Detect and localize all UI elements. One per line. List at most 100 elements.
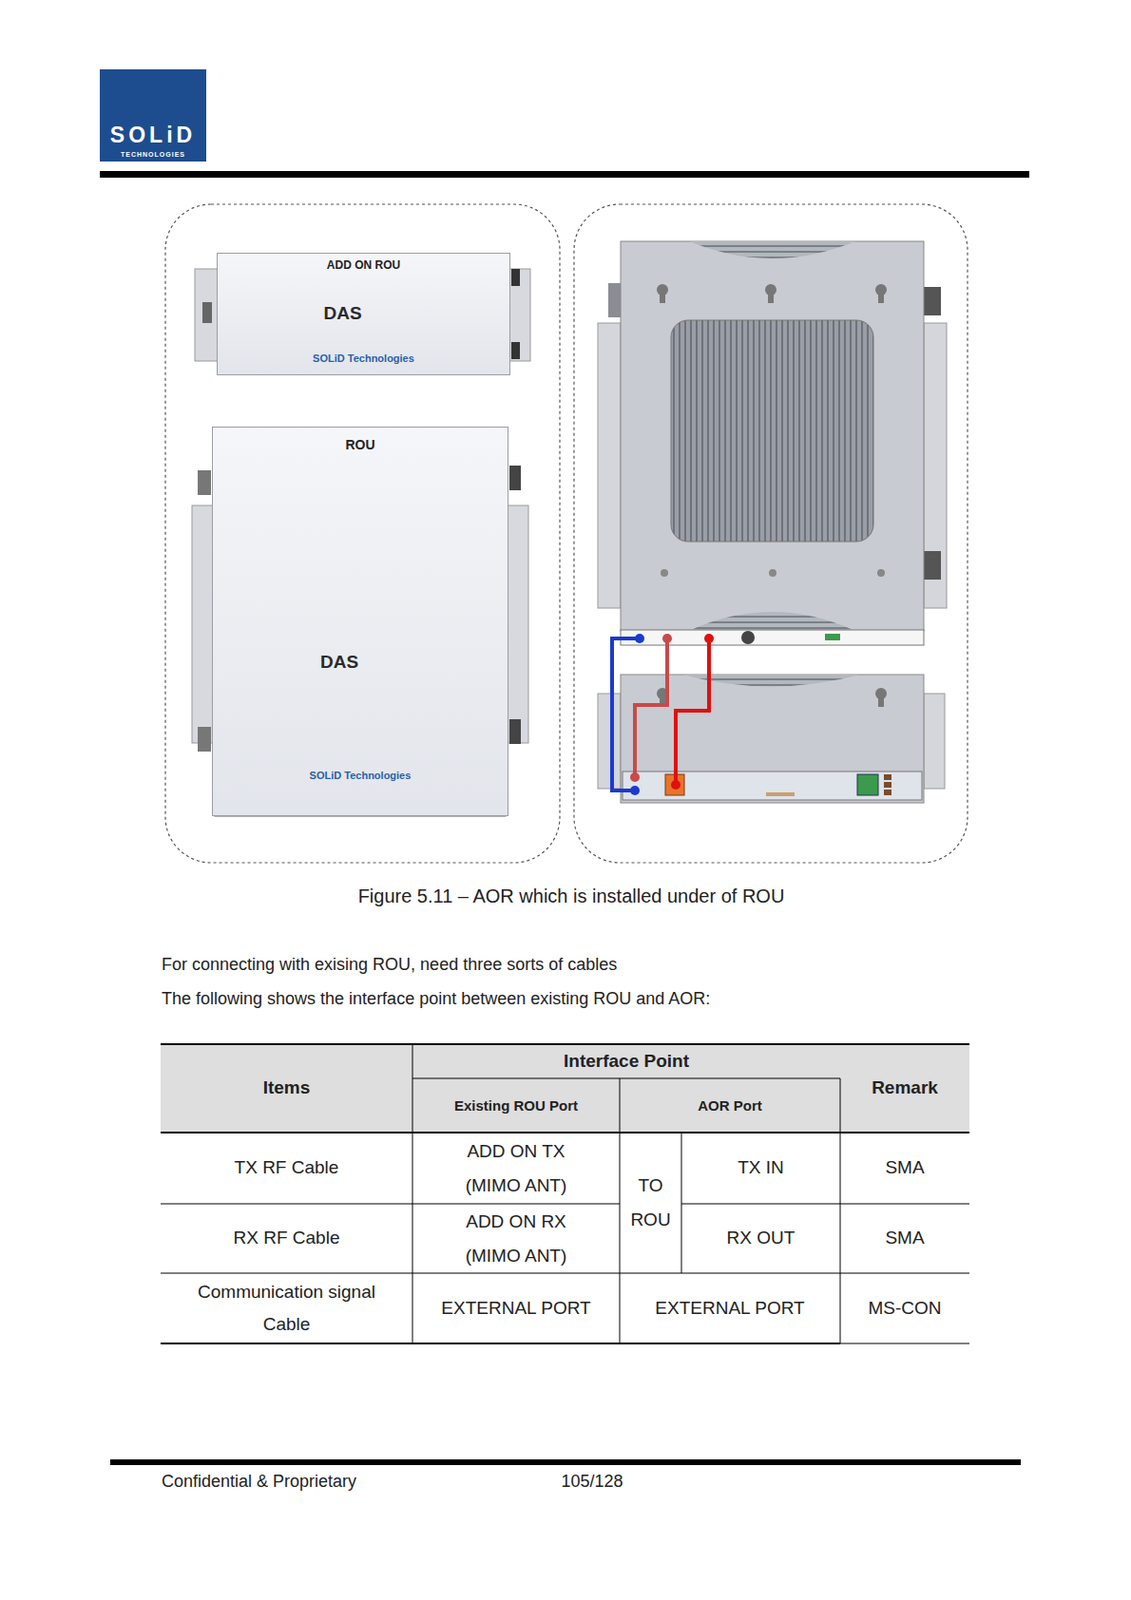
- table-cell-cell: Communication signal Cable: [160, 1273, 413, 1344]
- body-text-cell: The following shows the interface point …: [161, 987, 1017, 1013]
- table-header-cell: Interface Point: [412, 1044, 841, 1079]
- table-cell-cell: TX IN: [681, 1132, 841, 1205]
- fin-arc: [689, 241, 856, 259]
- page-number-cell: 105/128: [497, 1470, 688, 1496]
- connector: [923, 287, 941, 316]
- table-header: AOR Port: [697, 1097, 763, 1115]
- table-header: Interface Point: [563, 1051, 690, 1074]
- table-cell: MS-CON: [867, 1298, 941, 1321]
- keyholes: [656, 688, 887, 708]
- table-cell: TX IN: [737, 1157, 785, 1180]
- wire-ends: [630, 633, 714, 796]
- rect-shape: [878, 693, 884, 708]
- table-cell: ADD ON RX (MIMO ANT): [454, 1205, 578, 1274]
- device-name: ROU: [212, 437, 508, 453]
- bracket: [194, 268, 218, 362]
- table-cell: TO ROU: [627, 1169, 675, 1238]
- footer-text: Confidential & Proprietary: [161, 1472, 357, 1494]
- rect-shape: [883, 782, 892, 788]
- device-logo: DAS: [191, 651, 487, 673]
- table-cell-cell: SMA: [840, 1204, 970, 1274]
- rect-shape: [767, 289, 774, 304]
- connector: [511, 268, 520, 287]
- wire: [675, 638, 710, 786]
- table-cell: ADD ON TX (MIMO ANT): [454, 1134, 578, 1204]
- footer-text-cell: Confidential & Proprietary: [161, 1470, 447, 1496]
- connector: [197, 727, 211, 752]
- table-header-cell: Items: [160, 1044, 413, 1133]
- line-shape: [619, 1078, 621, 1344]
- connector: [741, 631, 755, 645]
- circle-shape: [768, 569, 777, 577]
- connector: [923, 551, 941, 580]
- connector: [509, 465, 521, 491]
- connector: [857, 774, 879, 796]
- device-box: ROUDASSOLiD Technologies: [211, 426, 509, 817]
- connector: [766, 792, 795, 797]
- bracket: [191, 505, 213, 744]
- table-cell: RX OUT: [727, 1227, 796, 1250]
- connector: [202, 302, 212, 324]
- terminals: [883, 774, 892, 796]
- aor-port-strip: [622, 771, 922, 801]
- table-cell-cell: MS-CON: [840, 1273, 970, 1344]
- figure-caption: Figure 5.11 – AOR which is installed und…: [161, 881, 981, 911]
- device-box: ADD ON ROUDASSOLiD Technologies: [216, 252, 511, 376]
- table-header-cell: AOR Port: [619, 1078, 841, 1133]
- heatsink: [670, 320, 874, 542]
- table-header: Existing ROU Port: [454, 1097, 578, 1115]
- table-cell: EXTERNAL PORT: [654, 1298, 805, 1321]
- line-shape: [160, 1273, 970, 1275]
- bracket: [923, 323, 947, 609]
- circle-shape: [670, 780, 681, 790]
- rou-port-strip: [620, 630, 924, 646]
- rect-shape: [659, 289, 666, 304]
- table-header-cell: Remark: [840, 1044, 970, 1133]
- brand-text: SOLiD Technologies: [212, 769, 508, 782]
- panel-outline: [574, 204, 968, 863]
- rou-back: [620, 241, 924, 632]
- wire: [634, 638, 668, 778]
- table-header-cell: Existing ROU Port: [412, 1078, 620, 1133]
- circle-shape: [630, 785, 640, 796]
- bracket: [597, 323, 621, 609]
- line-shape: [840, 1343, 970, 1345]
- table-cell: SMA: [884, 1157, 924, 1180]
- logo-text: SOLiD: [110, 122, 196, 150]
- screws: [660, 569, 885, 577]
- table-header: Remark: [871, 1077, 939, 1100]
- keyholes: [656, 284, 887, 304]
- body-text: The following shows the interface point …: [161, 989, 710, 1011]
- footer-rule: [110, 1459, 1021, 1466]
- table-cell: RX RF Cable: [233, 1227, 341, 1250]
- table-cell: Communication signal Cable: [187, 1276, 387, 1342]
- table-cell: SMA: [884, 1227, 924, 1250]
- bracket: [923, 693, 945, 789]
- table-header: Items: [263, 1077, 311, 1100]
- connector: [824, 633, 841, 641]
- table-cell-cell: RX OUT: [681, 1204, 841, 1274]
- bracket: [507, 505, 529, 744]
- circle-shape: [630, 772, 640, 783]
- table-cell-cell: TX RF Cable: [160, 1132, 413, 1205]
- line-shape: [160, 1204, 620, 1206]
- table-cell-cell: SMA: [840, 1132, 970, 1205]
- table-rules: [160, 1044, 970, 1344]
- table-cell-cell: ADD ON RX (MIMO ANT): [412, 1204, 620, 1274]
- line-shape: [160, 1131, 970, 1134]
- table-cell-cell: RX RF Cable: [160, 1204, 413, 1274]
- connector: [511, 342, 520, 360]
- page-number: 105/128: [560, 1472, 623, 1494]
- logo-text-cell: SOLiD: [99, 121, 207, 151]
- device-name: ADD ON ROU: [217, 258, 510, 272]
- line-shape: [412, 1078, 841, 1080]
- bracket: [509, 268, 531, 362]
- brand-text: SOLiD Technologies: [217, 352, 510, 365]
- circle-shape: [662, 633, 672, 644]
- caption-text: Figure 5.11 – AOR which is installed und…: [358, 885, 786, 908]
- table-header-fill: [160, 1044, 970, 1133]
- line-shape: [412, 1044, 414, 1344]
- panel-outline: [165, 204, 560, 863]
- connector: [509, 719, 521, 745]
- table-cell-cell: ADD ON TX (MIMO ANT): [412, 1132, 620, 1205]
